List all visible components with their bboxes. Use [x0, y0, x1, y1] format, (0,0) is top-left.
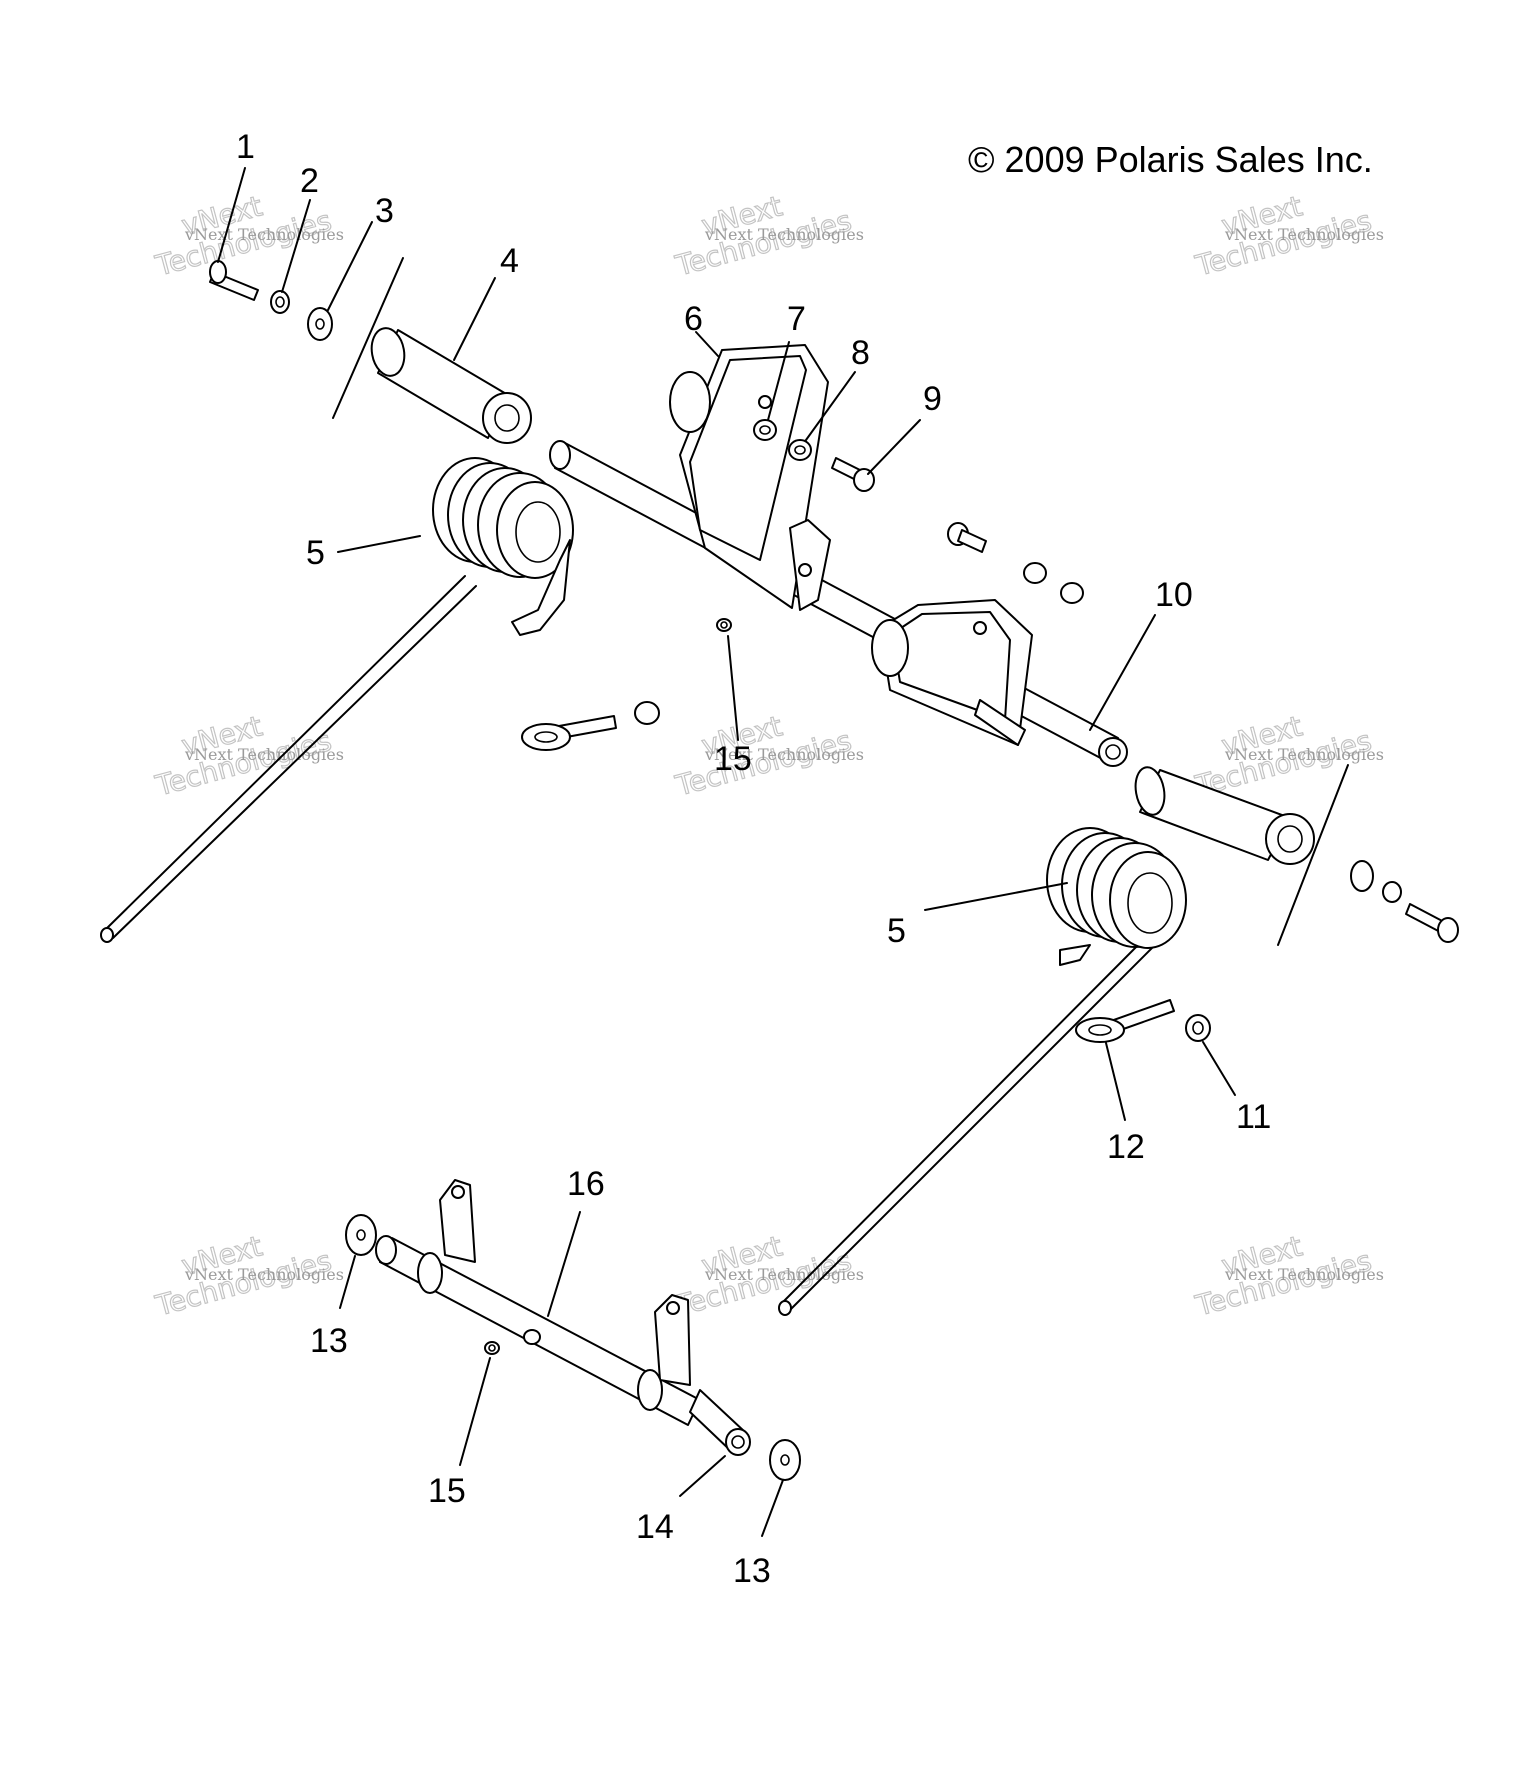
nut-left — [634, 701, 660, 725]
eye-bolt-left — [521, 715, 617, 751]
lock-washer-right — [1382, 881, 1402, 903]
callout-13-left: 13 — [310, 1322, 348, 1360]
eye-bolt-12 — [1075, 999, 1175, 1043]
torsion-spring-left — [100, 457, 574, 943]
lower-shaft-16 — [375, 1179, 751, 1456]
bracket-6 — [669, 344, 831, 611]
break-line — [1277, 764, 1349, 946]
nut-right-a — [1023, 562, 1047, 584]
bolt-9 — [831, 457, 875, 492]
callout-10: 10 — [1155, 576, 1193, 614]
spacer-tube-4 — [370, 327, 532, 444]
bolt-right-end — [1405, 903, 1459, 943]
watermark-text: vNext Technologies — [704, 1265, 864, 1284]
washer-13-left — [345, 1214, 377, 1256]
watermark-text: vNext Technologies — [1224, 745, 1384, 764]
callout-3: 3 — [375, 192, 394, 230]
grease-fitting-lower-a — [523, 1329, 541, 1345]
grease-fitting-upper — [716, 618, 732, 632]
copyright-notice: © 2009 Polaris Sales Inc. — [968, 139, 1373, 180]
nut-8 — [788, 439, 812, 461]
callout-5-left: 5 — [306, 534, 325, 572]
nut-right-b — [1060, 582, 1084, 604]
callout-9: 9 — [923, 380, 942, 418]
nut-7 — [753, 419, 777, 441]
nut-11 — [1185, 1014, 1211, 1042]
watermark-text: vNext Technologies — [704, 225, 864, 244]
callout-12: 12 — [1107, 1128, 1145, 1166]
bolt-1 — [209, 260, 259, 301]
callout-8: 8 — [851, 334, 870, 372]
watermark-text: vNext Technologies — [184, 745, 344, 764]
callout-16: 16 — [567, 1165, 605, 1203]
watermark-text: vNext Technologies — [704, 745, 864, 764]
bolt-right — [947, 522, 987, 553]
callout-11: 11 — [1236, 1098, 1271, 1136]
callout-1: 1 — [236, 128, 255, 166]
leader-lines — [217, 167, 1236, 1537]
callout-4: 4 — [500, 242, 519, 280]
watermark-text: vNext Technologies — [1224, 225, 1384, 244]
washer-3 — [307, 307, 333, 341]
callout-13-right: 13 — [733, 1552, 771, 1590]
spacer-tube-right — [1134, 766, 1315, 865]
watermark-text: vNext Technologies — [1224, 1265, 1384, 1284]
watermark-text: vNext Technologies — [184, 1265, 344, 1284]
lock-washer-2-hole — [275, 296, 285, 308]
washer-right — [1350, 860, 1374, 892]
watermark-text: vNext Technologies — [184, 225, 344, 244]
washer-3-hole — [315, 318, 325, 330]
callout-labels: 1 2 3 4 6 7 8 9 5 10 15 5 11 12 16 13 15… — [236, 128, 1271, 1590]
washer-13-right — [769, 1439, 801, 1481]
callout-7: 7 — [787, 300, 806, 338]
callout-15-upper: 15 — [714, 740, 752, 778]
callout-6: 6 — [684, 300, 703, 338]
callout-14: 14 — [636, 1508, 674, 1546]
callout-2: 2 — [300, 162, 319, 200]
break-line — [332, 257, 404, 419]
lock-washer-2 — [270, 290, 290, 314]
callout-5-right: 5 — [887, 912, 906, 950]
callout-15-lower: 15 — [428, 1472, 466, 1510]
grease-fitting-15-lower — [484, 1341, 500, 1355]
bracket-right — [871, 599, 1033, 746]
torsion-spring-right — [778, 827, 1187, 1316]
